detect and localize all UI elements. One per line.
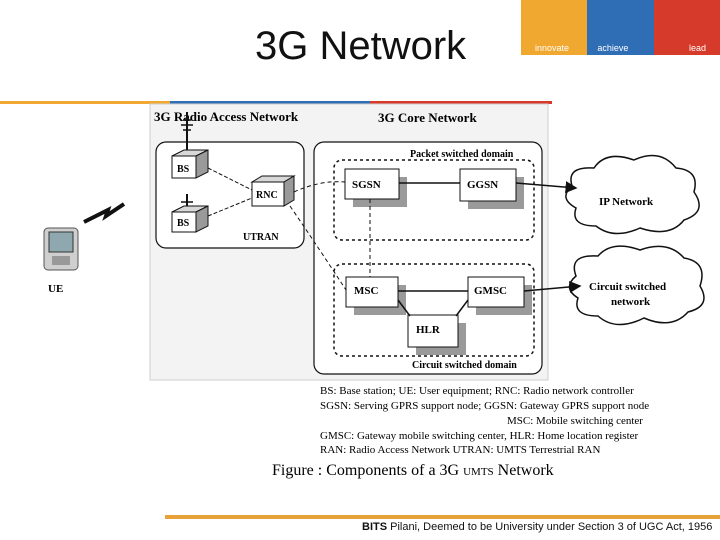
gmsc-node <box>467 276 532 315</box>
utran-label: UTRAN <box>243 232 279 243</box>
bs1-label: BS <box>177 164 190 175</box>
rnc-label: RNC <box>256 190 278 201</box>
link-rnc-msc <box>289 205 347 291</box>
packet-switched-domain <box>333 159 535 241</box>
gmsc-label: GMSC <box>474 285 507 297</box>
msc-label: MSC <box>354 285 379 297</box>
hlr-label: HLR <box>416 324 441 336</box>
circuit-switched-domain <box>333 263 535 357</box>
core-title: 3G Core Network <box>378 110 477 125</box>
circuit-switched-network-cloud <box>568 245 705 326</box>
footer-bits: BITS <box>362 521 388 533</box>
logo-word-achieve: achieve <box>597 43 629 53</box>
legend-line-2: SGSN: Serving GPRS support node; GGSN: G… <box>320 400 649 412</box>
link-bs2-rnc <box>207 197 253 217</box>
logo-word-lead: lead <box>688 43 706 53</box>
ue-label: UE <box>48 283 63 295</box>
legend-line-1: BS: Base station; UE: User equipment; RN… <box>320 385 634 397</box>
accent-line-red <box>370 101 552 104</box>
circuit-network-label-1: Circuit switched <box>589 281 666 293</box>
ggsn-node <box>459 168 524 209</box>
ran-title: 3G Radio Access Network <box>154 109 299 124</box>
link-bs1-rnc <box>207 167 253 191</box>
bs2-label: BS <box>177 218 190 229</box>
circuit-network-label-2: network <box>611 296 651 308</box>
logo-segment-achieve: achieve <box>587 0 654 55</box>
msc-node <box>345 276 406 315</box>
bs-tower-1 <box>171 112 209 179</box>
footer-rest: Pilani, Deemed to be University under Se… <box>387 521 713 533</box>
figure-caption: Figure : Components of a 3G UMTS Network <box>272 462 554 479</box>
hlr-node <box>407 314 466 355</box>
logo-segment-lead: lead <box>653 0 720 55</box>
packet-domain-label: Packet switched domain <box>410 149 514 160</box>
ip-network-cloud <box>565 154 700 235</box>
bits-logo: innovate achieve lead <box>521 0 720 55</box>
link-msc-hlr <box>397 299 411 317</box>
ue-phone-icon <box>43 227 79 271</box>
accent-line-yellow <box>0 101 170 104</box>
sgsn-label: SGSN <box>352 179 381 191</box>
legend-line-4: GMSC: Gateway mobile switching center, H… <box>320 430 639 442</box>
sgsn-node <box>344 168 407 207</box>
bs-tower-2 <box>171 194 209 233</box>
logo-segment-innovate: innovate <box>521 0 588 55</box>
ip-network-label: IP Network <box>599 196 654 208</box>
slide-title: 3G Network <box>255 24 467 68</box>
rnc-node <box>250 175 296 207</box>
link-gmsc-hlr <box>455 299 469 317</box>
logo-word-innovate: innovate <box>535 43 570 53</box>
radio-link-bolt <box>83 202 126 224</box>
link-ggsn-ip-network <box>515 181 578 194</box>
accent-line-blue <box>170 101 370 104</box>
footer-text: BITS Pilani, Deemed to be University und… <box>362 521 712 533</box>
legend-line-3: MSC: Mobile switching center <box>507 415 643 427</box>
circuit-domain-label: Circuit switched domain <box>412 360 517 371</box>
link-gmsc-circuit-network <box>523 280 582 293</box>
footer-accent-line <box>165 515 720 519</box>
ggsn-label: GGSN <box>467 179 498 191</box>
legend-line-5: RAN: Radio Access Network UTRAN: UMTS Te… <box>320 444 600 456</box>
